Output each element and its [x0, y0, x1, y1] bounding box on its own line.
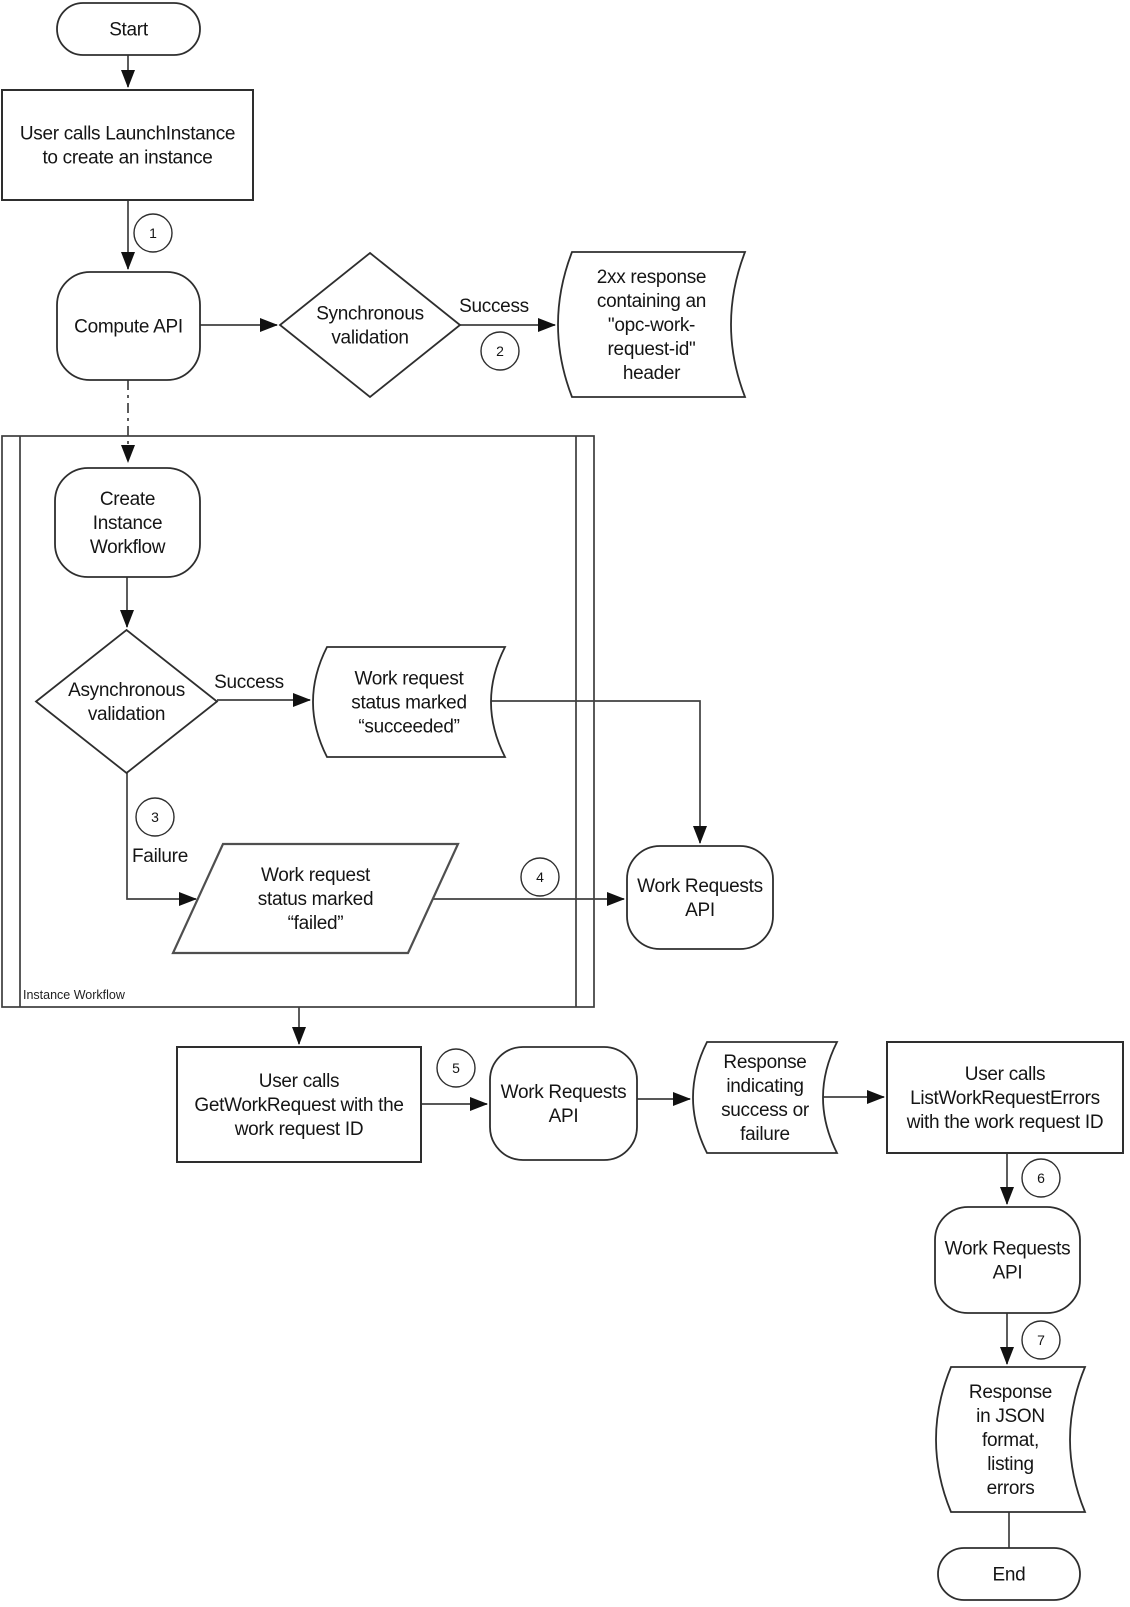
stadium-shape: [56, 2, 201, 56]
node-end: End: [937, 1547, 1081, 1601]
rect-shape: [1, 89, 254, 201]
edge-async-to-failed: [126, 773, 197, 906]
edge-label-label-success-sync: Success: [459, 296, 529, 317]
step-badge-circle: [135, 797, 175, 837]
rounded-shape: [54, 467, 201, 578]
step-badge-number: 6: [1037, 1170, 1045, 1186]
display-shape: [692, 1041, 839, 1154]
step-badge-2: 2: [480, 331, 520, 371]
rounded-shape: [626, 845, 774, 950]
rect-shape: [176, 1046, 422, 1163]
rounded-shape: [489, 1046, 638, 1161]
rounded-shape: [934, 1206, 1081, 1314]
rect-shape: [886, 1041, 1124, 1154]
step-badge-circle: [1021, 1158, 1061, 1198]
node-start: Start: [56, 2, 201, 56]
step-badge-circle: [1021, 1320, 1061, 1360]
container-label: Instance Workflow: [23, 988, 126, 1002]
edge-label-label-failure: Failure: [132, 846, 188, 867]
display-shape: [557, 251, 747, 398]
diamond-shape: [278, 251, 462, 399]
node-label: Start: [109, 20, 149, 41]
step-badge-number: 5: [452, 1060, 460, 1076]
display-shape: [935, 1366, 1087, 1513]
step-badge-1: 1: [133, 213, 173, 253]
node-label: Compute API: [74, 317, 183, 338]
step-badge-circle: [480, 331, 520, 371]
step-badge-circle: [520, 857, 560, 897]
node-label: End: [993, 1565, 1026, 1586]
step-badge-5: 5: [436, 1048, 476, 1088]
step-badge-6: 6: [1021, 1158, 1061, 1198]
container-border: [1, 435, 595, 1008]
parallelogram-shape: [171, 842, 460, 955]
stadium-shape: [937, 1547, 1081, 1601]
step-badge-circle: [436, 1048, 476, 1088]
step-badge-circle: [133, 213, 173, 253]
diamond-shape: [34, 628, 219, 775]
step-badge-number: 1: [149, 225, 157, 241]
node-compute-api: Compute API: [56, 271, 201, 381]
step-badge-7: 7: [1021, 1320, 1061, 1360]
step-badge-3: 3: [135, 797, 175, 837]
step-badge-number: 4: [536, 869, 544, 885]
step-badge-number: 3: [151, 809, 159, 825]
display-shape: [312, 646, 507, 758]
edge-label-label-success-async: Success: [214, 672, 284, 693]
instance-workflow-container: Instance Workflow: [1, 435, 595, 1008]
edge-succeeded-to-wr-api: [490, 700, 707, 844]
rounded-shape: [56, 271, 201, 381]
step-badge-number: 7: [1037, 1332, 1045, 1348]
step-badge-number: 2: [496, 343, 504, 359]
step-badge-4: 4: [520, 857, 560, 897]
